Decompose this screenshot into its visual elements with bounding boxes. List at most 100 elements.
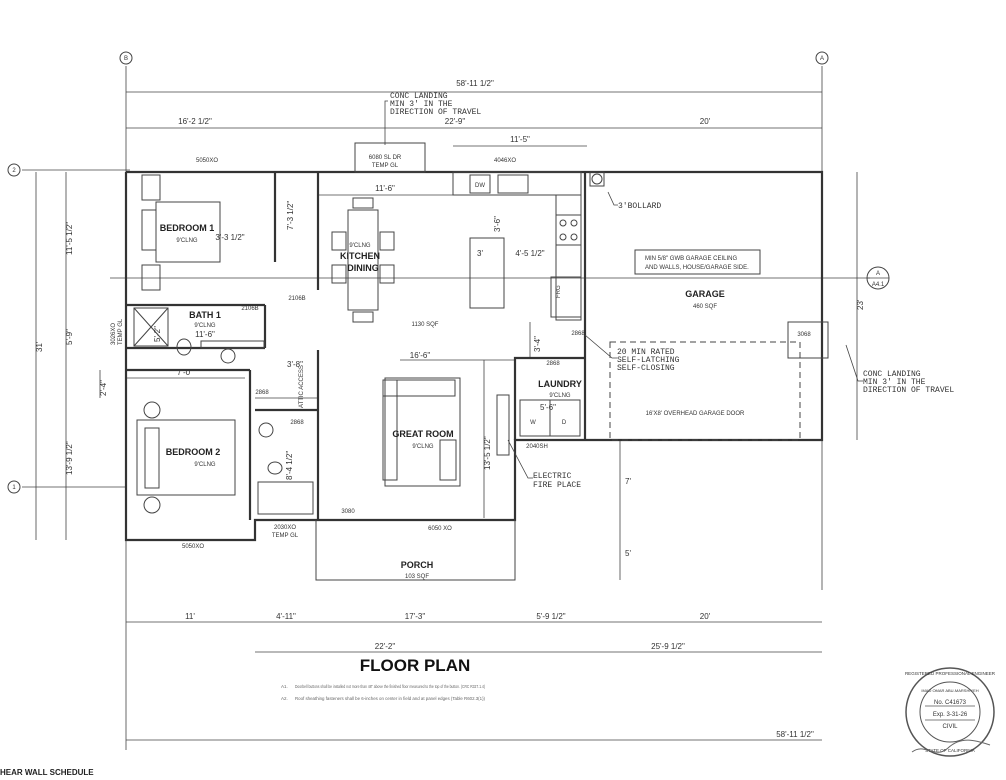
room-kitchen: KITCHEN <box>340 251 380 261</box>
attic-access-label: ATTIC ACCESS <box>299 365 305 408</box>
room-bedroom1: BEDROOM 1 <box>160 223 215 233</box>
dim-right-garage: 23' <box>856 299 865 310</box>
dimension-lines <box>35 91 858 741</box>
room-bedroom2: BEDROOM 2 <box>166 447 221 457</box>
window-label: 3026XO <box>111 323 117 345</box>
area-label: 460 SQF <box>693 304 717 310</box>
room-great-room: GREAT ROOM <box>392 429 453 439</box>
svg-text:B: B <box>124 56 128 62</box>
garage-door-label: 16'X8' OVERHEAD GARAGE DOOR <box>646 411 745 417</box>
svg-text:3'BOLLARD: 3'BOLLARD <box>618 202 661 211</box>
dim-island-w: 3' <box>477 249 483 258</box>
gwb-note-box <box>634 249 761 275</box>
dim-left-bath: 5'-9" <box>65 329 74 345</box>
dim-great-room-w: 16'-6" <box>410 351 431 360</box>
dim-left-overall: 31' <box>35 341 44 352</box>
window-label: 4046XO <box>494 158 516 164</box>
gwb-note: AND WALLS, HOUSE/GARAGE SIDE. <box>645 265 749 271</box>
bath2-fixtures <box>257 422 314 515</box>
dim-porch-b: 5' <box>625 549 631 558</box>
dim-bath2: 8'-4 1/2" <box>285 451 294 480</box>
svg-text:1: 1 <box>12 485 16 491</box>
svg-text:FIRE PLACE: FIRE PLACE <box>533 481 581 490</box>
porch-outline <box>315 520 516 581</box>
sofa <box>382 377 510 487</box>
svg-text:IMAD OMAR ABU-MARSHIYEH: IMAD OMAR ABU-MARSHIYEH <box>921 688 978 693</box>
callout-fireplace: ELECTRIC FIRE PLACE <box>507 439 581 490</box>
dim-overall-bottom: 58'-11 1/2" <box>776 730 814 739</box>
grid-bubble-b: B <box>119 51 133 65</box>
dim-kitchen-wall: 11'-5" <box>510 135 530 144</box>
svg-text:DIRECTION OF TRAVEL: DIRECTION OF TRAVEL <box>863 386 954 395</box>
bed-2 <box>136 401 236 514</box>
dim-bed2-closet: 7'-0" <box>177 368 193 377</box>
ceiling-label: 9'CLNG <box>349 243 370 249</box>
window-label: TEMP GL <box>272 533 299 539</box>
dim-bottom-3: 17'-3" <box>405 612 426 621</box>
dim-bed1-closet: 7'-3 1/2" <box>286 201 295 230</box>
dim-left-bed2: 13'-9 1/2" <box>65 441 74 475</box>
window-label: 2030XO <box>274 525 296 531</box>
door-label: 2868 <box>546 361 560 367</box>
walls <box>124 170 824 542</box>
ceiling-label: 9'CLNG <box>549 393 570 399</box>
dim-left-small: 2'-4" <box>99 380 108 396</box>
door-label: TEMP GL <box>372 163 399 169</box>
callout-bollard: 3'BOLLARD <box>607 191 661 211</box>
door-label: 3080 <box>341 509 355 515</box>
door-label: 2868 <box>255 390 269 396</box>
svg-text:MIN 3' IN THE: MIN 3' IN THE <box>863 378 926 387</box>
dim-great-room-h: 13'-5 1/2" <box>483 436 492 470</box>
room-porch: PORCH <box>401 560 434 570</box>
svg-text:A: A <box>876 271 880 277</box>
garage-door-outline <box>609 341 801 441</box>
svg-text:No. C41673: No. C41673 <box>934 700 967 706</box>
bollard <box>589 171 605 187</box>
area-label: 103 SQF <box>405 574 429 580</box>
bed-1 <box>141 174 221 291</box>
dim-bottom-4: 5'-9 1/2" <box>536 612 565 621</box>
dim-left-bed1: 11'-5 1/2" <box>65 222 74 255</box>
dim-laundry-w: 5'-6" <box>540 403 556 412</box>
dim-island-side: 4'-5 1/2" <box>515 249 544 258</box>
window-label: 2040SH <box>526 444 548 450</box>
door-label: 2868 <box>571 331 585 337</box>
window-label: 5050XO <box>182 544 204 550</box>
svg-text:CIVIL: CIVIL <box>942 724 958 730</box>
svg-text:SELF-CLOSING: SELF-CLOSING <box>617 364 675 373</box>
dim-bottom-left: 22'-2" <box>375 642 396 651</box>
svg-text:REGISTERED PROFESSIONAL ENGINE: REGISTERED PROFESSIONAL ENGINEER <box>905 671 996 676</box>
living-area: 1130 SQF <box>412 322 439 328</box>
washer-dryer <box>519 399 581 437</box>
garage-landing <box>787 321 829 359</box>
ceiling-label: 9'CLNG <box>194 462 215 468</box>
ceiling-label: 9'CLNG <box>412 444 433 450</box>
svg-text:STATE OF CALIFORNIA: STATE OF CALIFORNIA <box>925 748 975 753</box>
fridge-label: FRG <box>556 285 562 298</box>
dim-top-left: 16'-2 1/2" <box>178 117 212 126</box>
shear-wall-schedule-heading: HEAR WALL SCHEDULE <box>0 768 94 777</box>
dim-island-gap: 3'-6" <box>493 216 502 232</box>
dim-laundry-gap: 3'-4" <box>533 336 542 352</box>
top-landing <box>354 142 426 173</box>
gwb-note: MIN 5/8" GWB GARAGE CEILING <box>645 256 737 262</box>
general-notes: A1. Doorbell buttons shall be installed … <box>281 684 485 701</box>
dim-bottom-1: 11' <box>185 612 195 621</box>
dim-dining: 11'-6" <box>375 184 395 193</box>
svg-text:Exp. 3-31-26: Exp. 3-31-26 <box>933 712 968 718</box>
room-laundry: LAUNDRY <box>538 379 582 389</box>
ceiling-label: 9'CLNG <box>194 323 215 329</box>
door-label: 2106B <box>241 306 258 312</box>
svg-text:CONC LANDING: CONC LANDING <box>863 370 921 379</box>
grid-lines <box>22 66 870 750</box>
dim-hall: 3'-8" <box>287 360 303 369</box>
callout-landing-top: CONC LANDING MIN 3' IN THE DIRECTION OF … <box>384 92 481 145</box>
dim-bottom-right: 25'-9 1/2" <box>651 642 685 651</box>
svg-text:2: 2 <box>12 168 16 174</box>
svg-text:MIN 3' IN THE: MIN 3' IN THE <box>390 100 453 109</box>
section-marker: A A4.1 <box>866 266 890 290</box>
window-label: 5050XO <box>196 158 218 164</box>
dim-bottom-5: 20' <box>700 612 711 621</box>
svg-text:A1.: A1. <box>281 684 288 689</box>
